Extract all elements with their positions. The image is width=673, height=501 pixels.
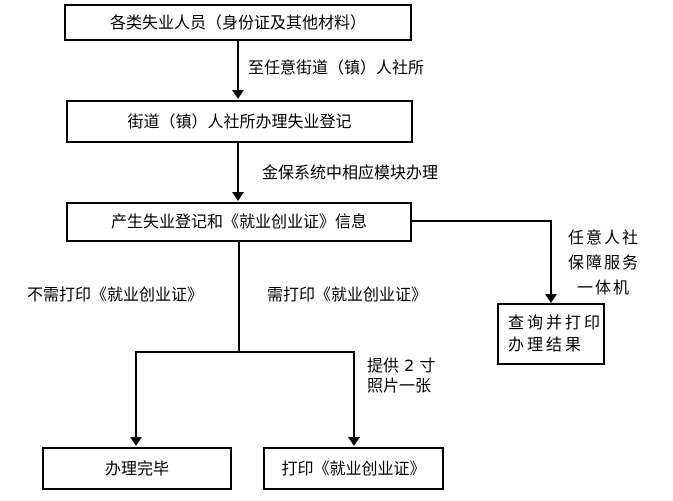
query-result-line2: 办理结果 [508,335,585,354]
edge-branch-done-line [135,351,137,438]
query-result-line1: 查询并打印 [508,313,604,333]
edge-applicants-street-line [237,41,239,91]
edge-branch-print-line [353,351,355,438]
edge-label-no-print: 不需打印《就业创业证》 [27,285,204,304]
edge-label-to-street: 至任意街道（镇）人社所 [248,58,425,77]
branch-hline [135,351,355,353]
node-done: 办理完毕 [42,447,232,490]
kiosk-label-line3: 一体机 [576,278,631,297]
arrow-down-icon [232,90,244,99]
arrow-down-icon [130,437,142,446]
node-street-office-label: 街道（镇）人社所办理失业登记 [127,111,352,131]
edge-generate-branch-line [238,242,240,353]
photo-label-line2: 照片一张 [367,376,432,395]
edge-label-system-module: 金保系统中相应模块办理 [262,163,439,182]
edge-label-need-print: 需打印《就业创业证》 [267,285,428,304]
arrow-down-icon [348,437,360,446]
arrow-down-icon [545,294,557,303]
edge-generate-query-vline [550,220,552,295]
node-generate-info: 产生失业登记和《就业创业证》信息 [66,202,412,242]
node-print-cert-label: 打印《就业创业证》 [281,458,426,478]
kiosk-label-line2: 保障服务 [567,253,640,272]
photo-label-line1: 提供 2 寸 [367,356,436,375]
node-query-result-label: 查询并打印 办理结果 [508,312,603,355]
arrow-down-icon [232,192,244,201]
node-street-office: 街道（镇）人社所办理失业登记 [66,100,413,143]
edge-street-generate-line [237,143,239,193]
node-query-result: 查询并打印 办理结果 [497,303,605,365]
node-applicants: 各类失业人员（身份证及其他材料） [64,4,412,41]
edge-generate-query-hline [412,220,552,222]
node-done-label: 办理完毕 [104,458,169,478]
edge-label-kiosk: 任意人社 保障服务 一体机 [559,225,649,300]
node-generate-info-label: 产生失业登记和《就业创业证》信息 [110,212,367,232]
edge-label-photo: 提供 2 寸 照片一张 [367,356,435,396]
node-applicants-label: 各类失业人员（身份证及其他材料） [109,12,366,32]
kiosk-label-line1: 任意人社 [567,228,640,247]
node-print-cert: 打印《就业创业证》 [263,447,444,490]
